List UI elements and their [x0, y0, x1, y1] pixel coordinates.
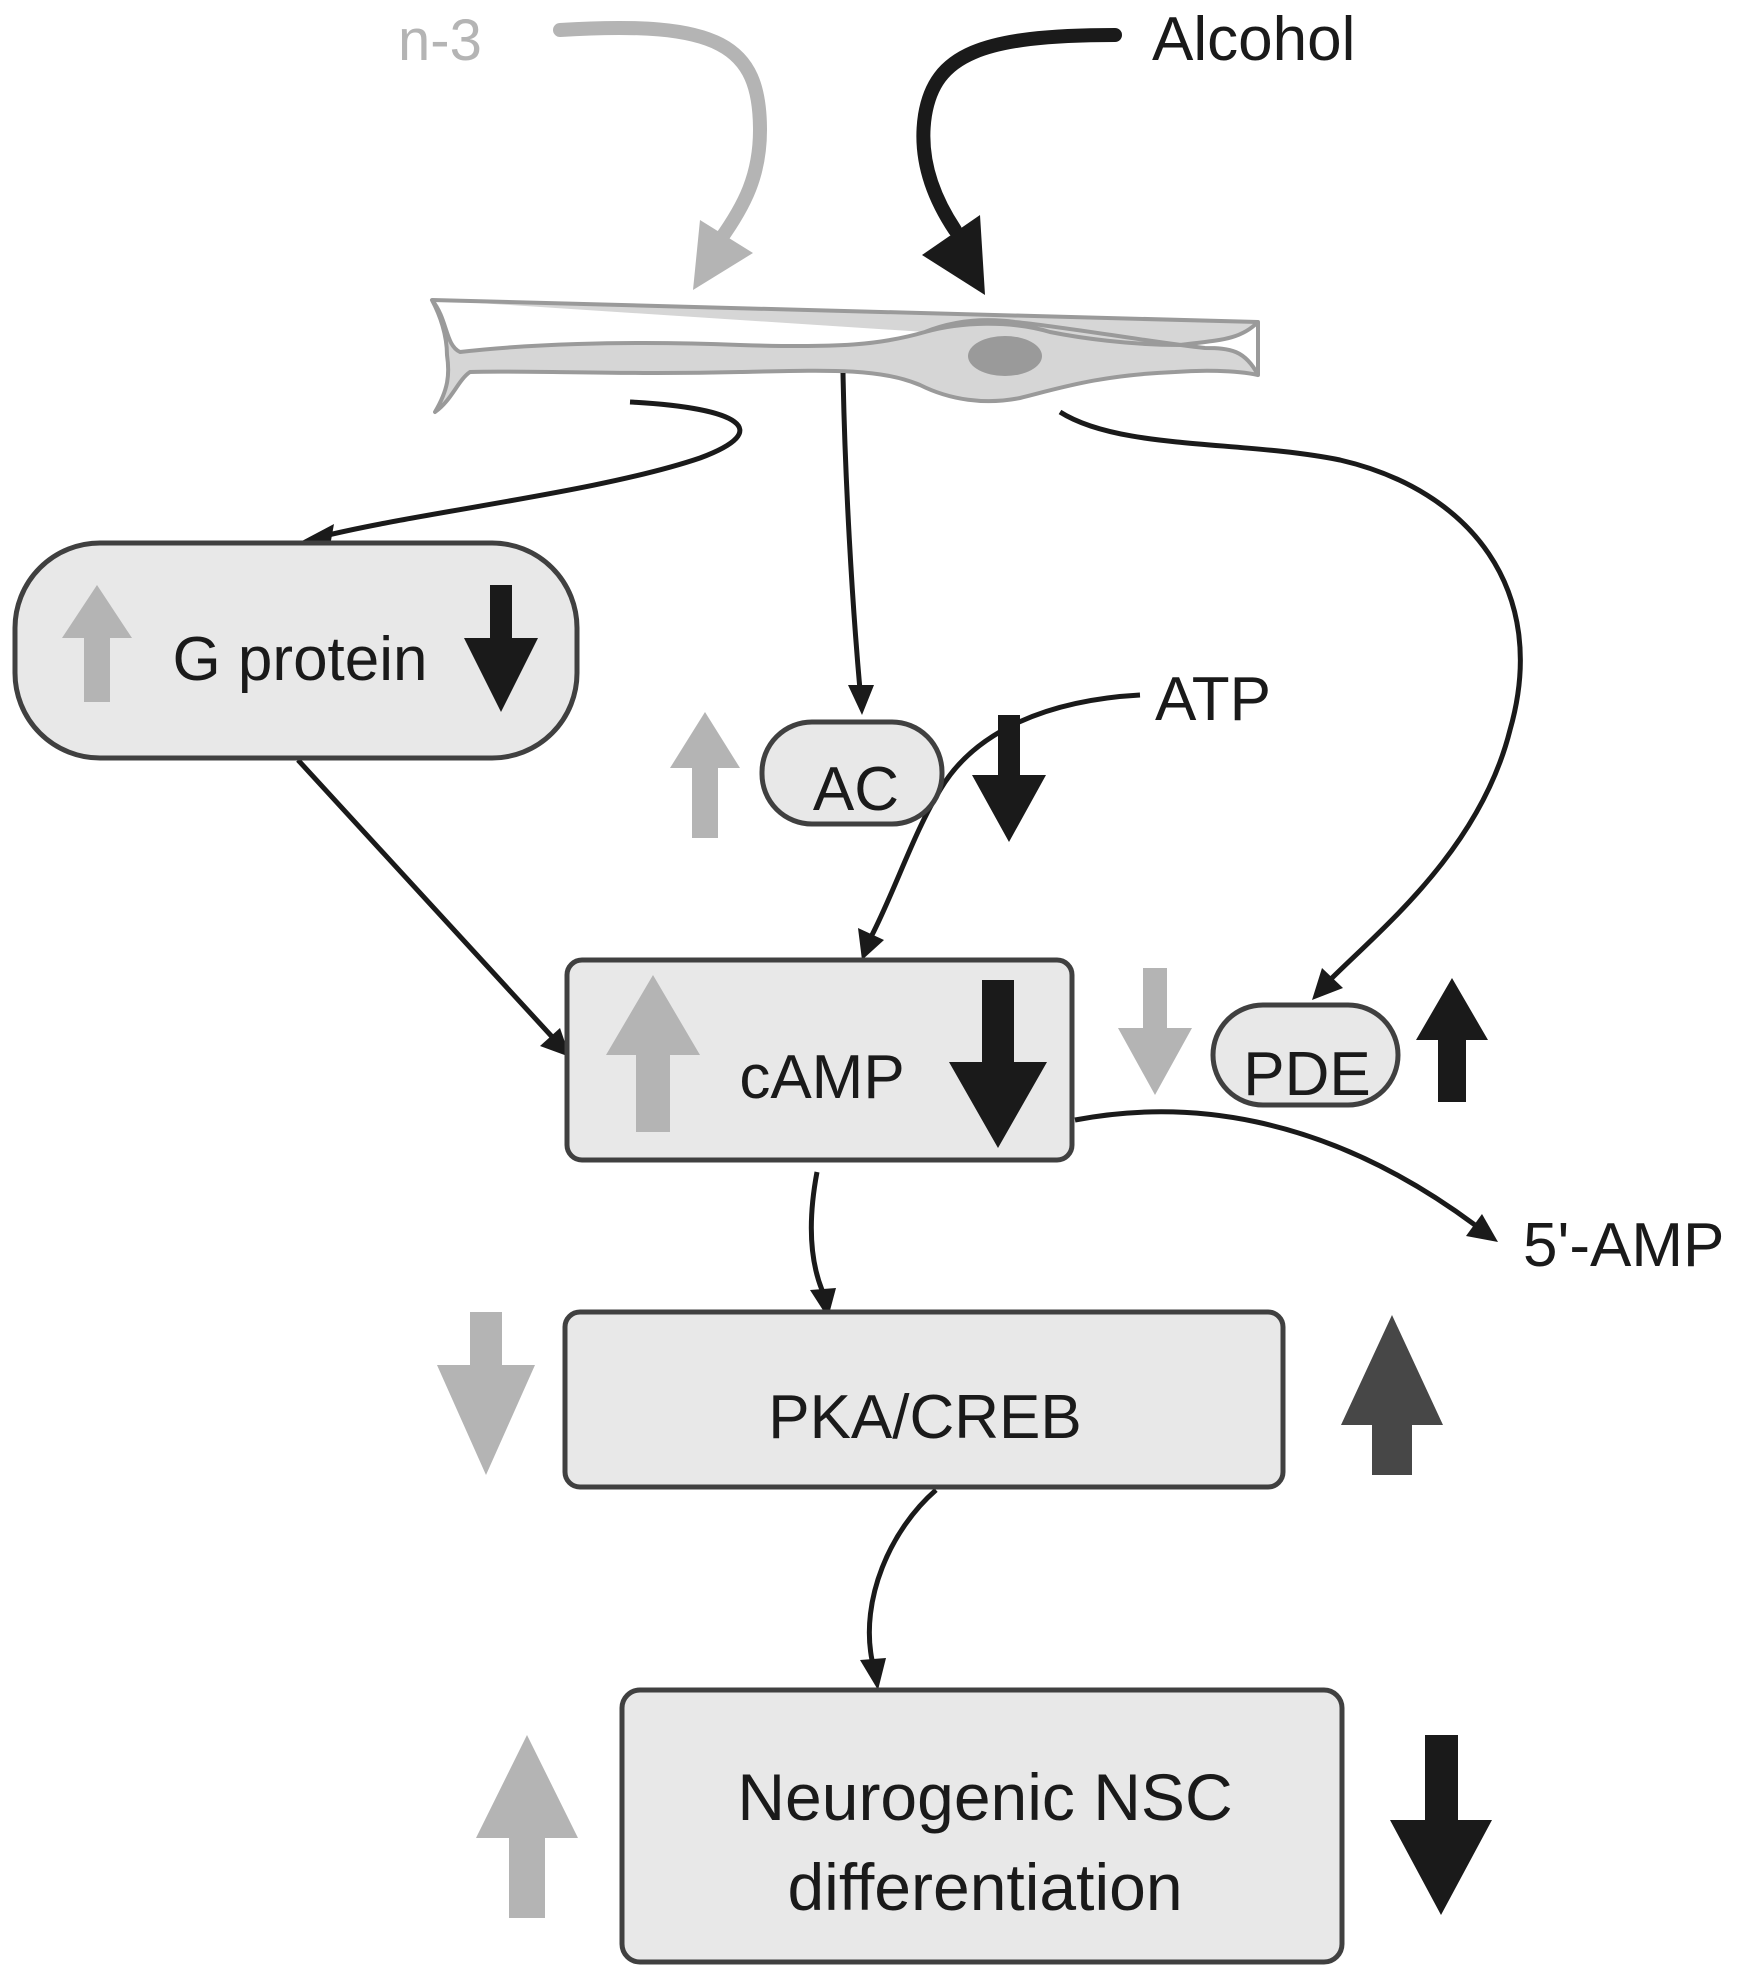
gprotein-alcohol-down-arrow-icon	[464, 585, 538, 712]
alcohol-input-arrow	[916, 28, 1122, 295]
camp-in-arrowhead	[858, 928, 884, 960]
nucleus-icon	[968, 336, 1042, 376]
nsc-label-line2: differentiation	[787, 1850, 1182, 1924]
camp-to-amp-arrow	[1074, 1109, 1477, 1228]
pde-n3-down-arrow-icon	[1118, 968, 1192, 1095]
neuron-to-pde-arrow	[1058, 409, 1523, 982]
atp-label: ATP	[1155, 665, 1271, 734]
neuron-cell-icon	[430, 298, 1260, 414]
atp-to-camp-arrow	[869, 692, 1141, 937]
nsc-alcohol-down-arrow-icon	[1390, 1735, 1492, 1915]
pka-creb-label: PKA/CREB	[768, 1383, 1082, 1452]
g-protein-node: G protein	[12, 540, 580, 761]
gprotein-to-camp-arrow	[296, 758, 557, 1042]
ac-arrowhead	[848, 685, 874, 715]
ac-node: AC	[759, 719, 945, 827]
camp-node: cAMP	[564, 957, 1075, 1163]
nsc-differentiation-node: Neurogenic NSC differentiation	[619, 1687, 1345, 1965]
amp-arrowhead	[1466, 1214, 1498, 1242]
nsc-label-line1: Neurogenic NSC	[737, 1760, 1232, 1834]
pka-alcohol-up-arrow-icon	[1341, 1315, 1443, 1475]
camp-label: cAMP	[739, 1043, 904, 1112]
ac-n3-up-arrow-icon	[670, 712, 740, 838]
ac-label: AC	[813, 755, 899, 824]
amp-label: 5'-AMP	[1523, 1211, 1724, 1280]
neuron-to-ac-arrow	[840, 372, 863, 691]
camp-left-arrowhead	[540, 1028, 570, 1057]
gprotein-n3-up-arrow-icon	[62, 585, 132, 702]
neuron-to-gprotein-arrow	[319, 399, 743, 540]
nsc-n3-up-arrow-icon	[476, 1735, 578, 1918]
camp-to-pka-arrow	[808, 1171, 825, 1291]
pka-to-nsc-arrow	[866, 1488, 938, 1661]
n3-input-arrow	[553, 20, 768, 290]
pde-node: PDE	[1210, 1002, 1401, 1109]
n3-label: n-3	[398, 8, 482, 73]
pka-creb-node: PKA/CREB	[562, 1309, 1286, 1490]
atp-alcohol-down-arrow-icon	[972, 715, 1046, 842]
pde-arrowhead	[1312, 968, 1343, 1000]
pka-n3-down-arrow-icon	[437, 1312, 535, 1475]
camp-alcohol-down-arrow-icon	[949, 980, 1047, 1148]
nsc-arrowhead	[860, 1658, 886, 1690]
g-protein-label: G protein	[172, 625, 427, 694]
alcohol-label: Alcohol	[1152, 5, 1355, 74]
pde-label: PDE	[1243, 1040, 1370, 1109]
camp-n3-up-arrow-icon	[606, 975, 700, 1132]
pde-alcohol-up-arrow-icon	[1416, 978, 1488, 1102]
